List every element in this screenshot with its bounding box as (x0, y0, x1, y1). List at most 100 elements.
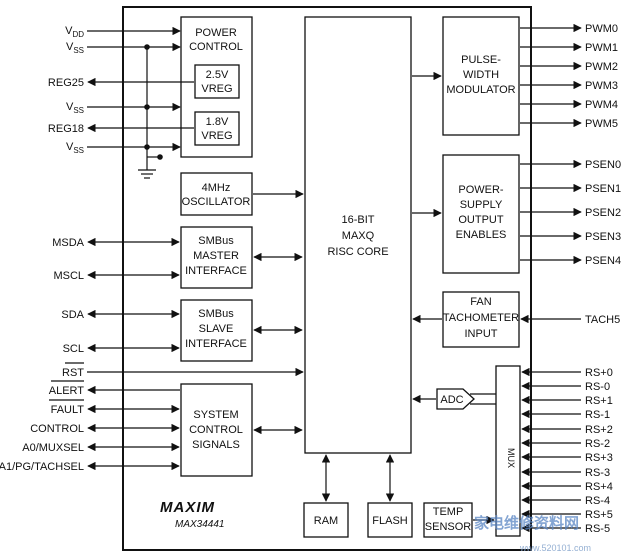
pin-rst: RST (62, 367, 84, 379)
smbus-slave-block (180, 299, 253, 362)
pin-fault: FAULT (51, 404, 85, 416)
power-supply-enables-block (442, 154, 520, 274)
power-supply-label-1: POWER- (458, 184, 504, 196)
ram-block (303, 502, 349, 538)
pin-a1-pg-tachsel: A1/PG/TACHSEL (0, 461, 84, 473)
pin-pwm4: PWM4 (585, 99, 618, 111)
pin-rs-minus-5: RS-5 (585, 523, 610, 535)
temp-sensor-label-2: SENSOR (425, 521, 472, 533)
pin-psen1: PSEN1 (585, 183, 621, 195)
pin-rs-plus-3: RS+3 (585, 452, 613, 464)
vreg-2v5-label-2: VREG (201, 83, 232, 95)
pin-vss-1: VSS (66, 41, 84, 55)
temp-sensor-block (423, 502, 473, 538)
pin-pwm1: PWM1 (585, 42, 618, 54)
flash-block (367, 502, 413, 538)
oscillator-label-1: 4MHz (202, 182, 231, 194)
smbus-master-label-2: MASTER (193, 250, 239, 262)
pin-pwm0: PWM0 (585, 23, 618, 35)
pwm-outputs (520, 23, 582, 128)
pwm-label-3: MODULATOR (446, 84, 515, 96)
pin-rs-plus-1: RS+1 (585, 395, 613, 407)
pin-reg25: REG25 (48, 77, 84, 89)
fan-tach-label-1: FAN (470, 296, 491, 308)
pin-a0-muxsel: A0/MUXSEL (22, 442, 84, 454)
system-control-label-3: SIGNALS (192, 439, 240, 451)
pin-rs-minus-1: RS-1 (585, 409, 610, 421)
smbus-master-label-3: INTERFACE (185, 265, 247, 277)
pin-rs-plus-0: RS+0 (585, 367, 613, 379)
ground-symbol-icon (138, 169, 156, 179)
pin-rs-plus-4: RS+4 (585, 481, 613, 493)
pin-rs-plus-5: RS+5 (585, 509, 613, 521)
pin-vdd: VDD (65, 25, 84, 39)
adc-label: ADC (440, 394, 463, 406)
system-control-block (180, 383, 253, 477)
power-supply-label-2: SUPPLY (460, 199, 503, 211)
pin-rs-minus-0: RS-0 (585, 381, 610, 393)
pin-pwm2: PWM2 (585, 61, 618, 73)
ram-label: RAM (314, 515, 338, 527)
pin-pwm3: PWM3 (585, 80, 618, 92)
power-control-label-2: CONTROL (189, 41, 243, 53)
risc-core-label-1: 16-BIT (341, 214, 374, 226)
oscillator-block (180, 172, 253, 216)
pin-rs-minus-4: RS-4 (585, 495, 610, 507)
pin-psen0: PSEN0 (585, 159, 621, 171)
pin-psen3: PSEN3 (585, 231, 621, 243)
fan-tach-label-2: TACHOMETER (443, 312, 519, 324)
vreg-2v5-label-1: 2.5V (206, 69, 229, 81)
pin-vss-2: VSS (66, 101, 84, 115)
pin-rs-minus-2: RS-2 (585, 438, 610, 450)
risc-core-block (304, 16, 412, 454)
pin-msda: MSDA (52, 237, 84, 249)
mux-block (495, 365, 521, 537)
system-control-label-2: CONTROL (189, 424, 243, 436)
pwm-block (442, 16, 520, 136)
vreg-1v8-label-2: VREG (201, 130, 232, 142)
pin-pwm5: PWM5 (585, 118, 618, 130)
oscillator-label-2: OSCILLATOR (182, 196, 251, 208)
pwm-label-1: PULSE- (461, 54, 501, 66)
system-control-label-1: SYSTEM (193, 409, 238, 421)
smbus-master-label-1: SMBus (198, 235, 234, 247)
mux-label: MUX (506, 448, 516, 468)
pin-sda: SDA (61, 309, 84, 321)
pin-mscl: MSCL (53, 270, 84, 282)
pin-control: CONTROL (30, 423, 84, 435)
maxim-logo: MAXIM (160, 499, 215, 516)
psen-outputs (520, 159, 582, 265)
pin-psen2: PSEN2 (585, 207, 621, 219)
risc-core-label-2: MAXQ (342, 230, 375, 242)
vreg-2v5-block (194, 64, 240, 99)
pin-rs-plus-2: RS+2 (585, 424, 613, 436)
watermark-cn: 家电维修资料网 (474, 514, 579, 532)
watermark-url: www.520101.com (519, 543, 591, 553)
risc-core-label-3: RISC CORE (327, 246, 388, 258)
pin-scl: SCL (63, 343, 84, 355)
pin-tach5: TACH5 (585, 314, 620, 326)
fan-tachometer-block (442, 291, 520, 348)
pwm-label-2: WIDTH (463, 69, 499, 81)
flash-label: FLASH (372, 515, 408, 527)
part-number: MAX34441 (175, 519, 224, 530)
smbus-slave-label-3: INTERFACE (185, 338, 247, 350)
power-control-label-1: POWER (195, 27, 237, 39)
smbus-slave-label-1: SMBus (198, 308, 234, 320)
vreg-1v8-block (194, 111, 240, 146)
smbus-master-block (180, 226, 253, 289)
smbus-slave-label-2: SLAVE (199, 323, 234, 335)
fan-tach-label-3: INPUT (465, 328, 498, 340)
pin-rs-minus-3: RS-3 (585, 467, 610, 479)
pin-alert: ALERT (49, 385, 85, 397)
vreg-1v8-label-1: 1.8V (206, 116, 229, 128)
adc-block (436, 388, 475, 410)
power-supply-label-4: ENABLES (456, 229, 507, 241)
pin-reg18: REG18 (48, 123, 84, 135)
power-supply-label-3: OUTPUT (458, 214, 504, 226)
temp-sensor-label-1: TEMP (433, 506, 464, 518)
rs-inputs (521, 367, 581, 533)
pin-vss-3: VSS (66, 141, 84, 155)
pin-psen4: PSEN4 (585, 255, 621, 267)
